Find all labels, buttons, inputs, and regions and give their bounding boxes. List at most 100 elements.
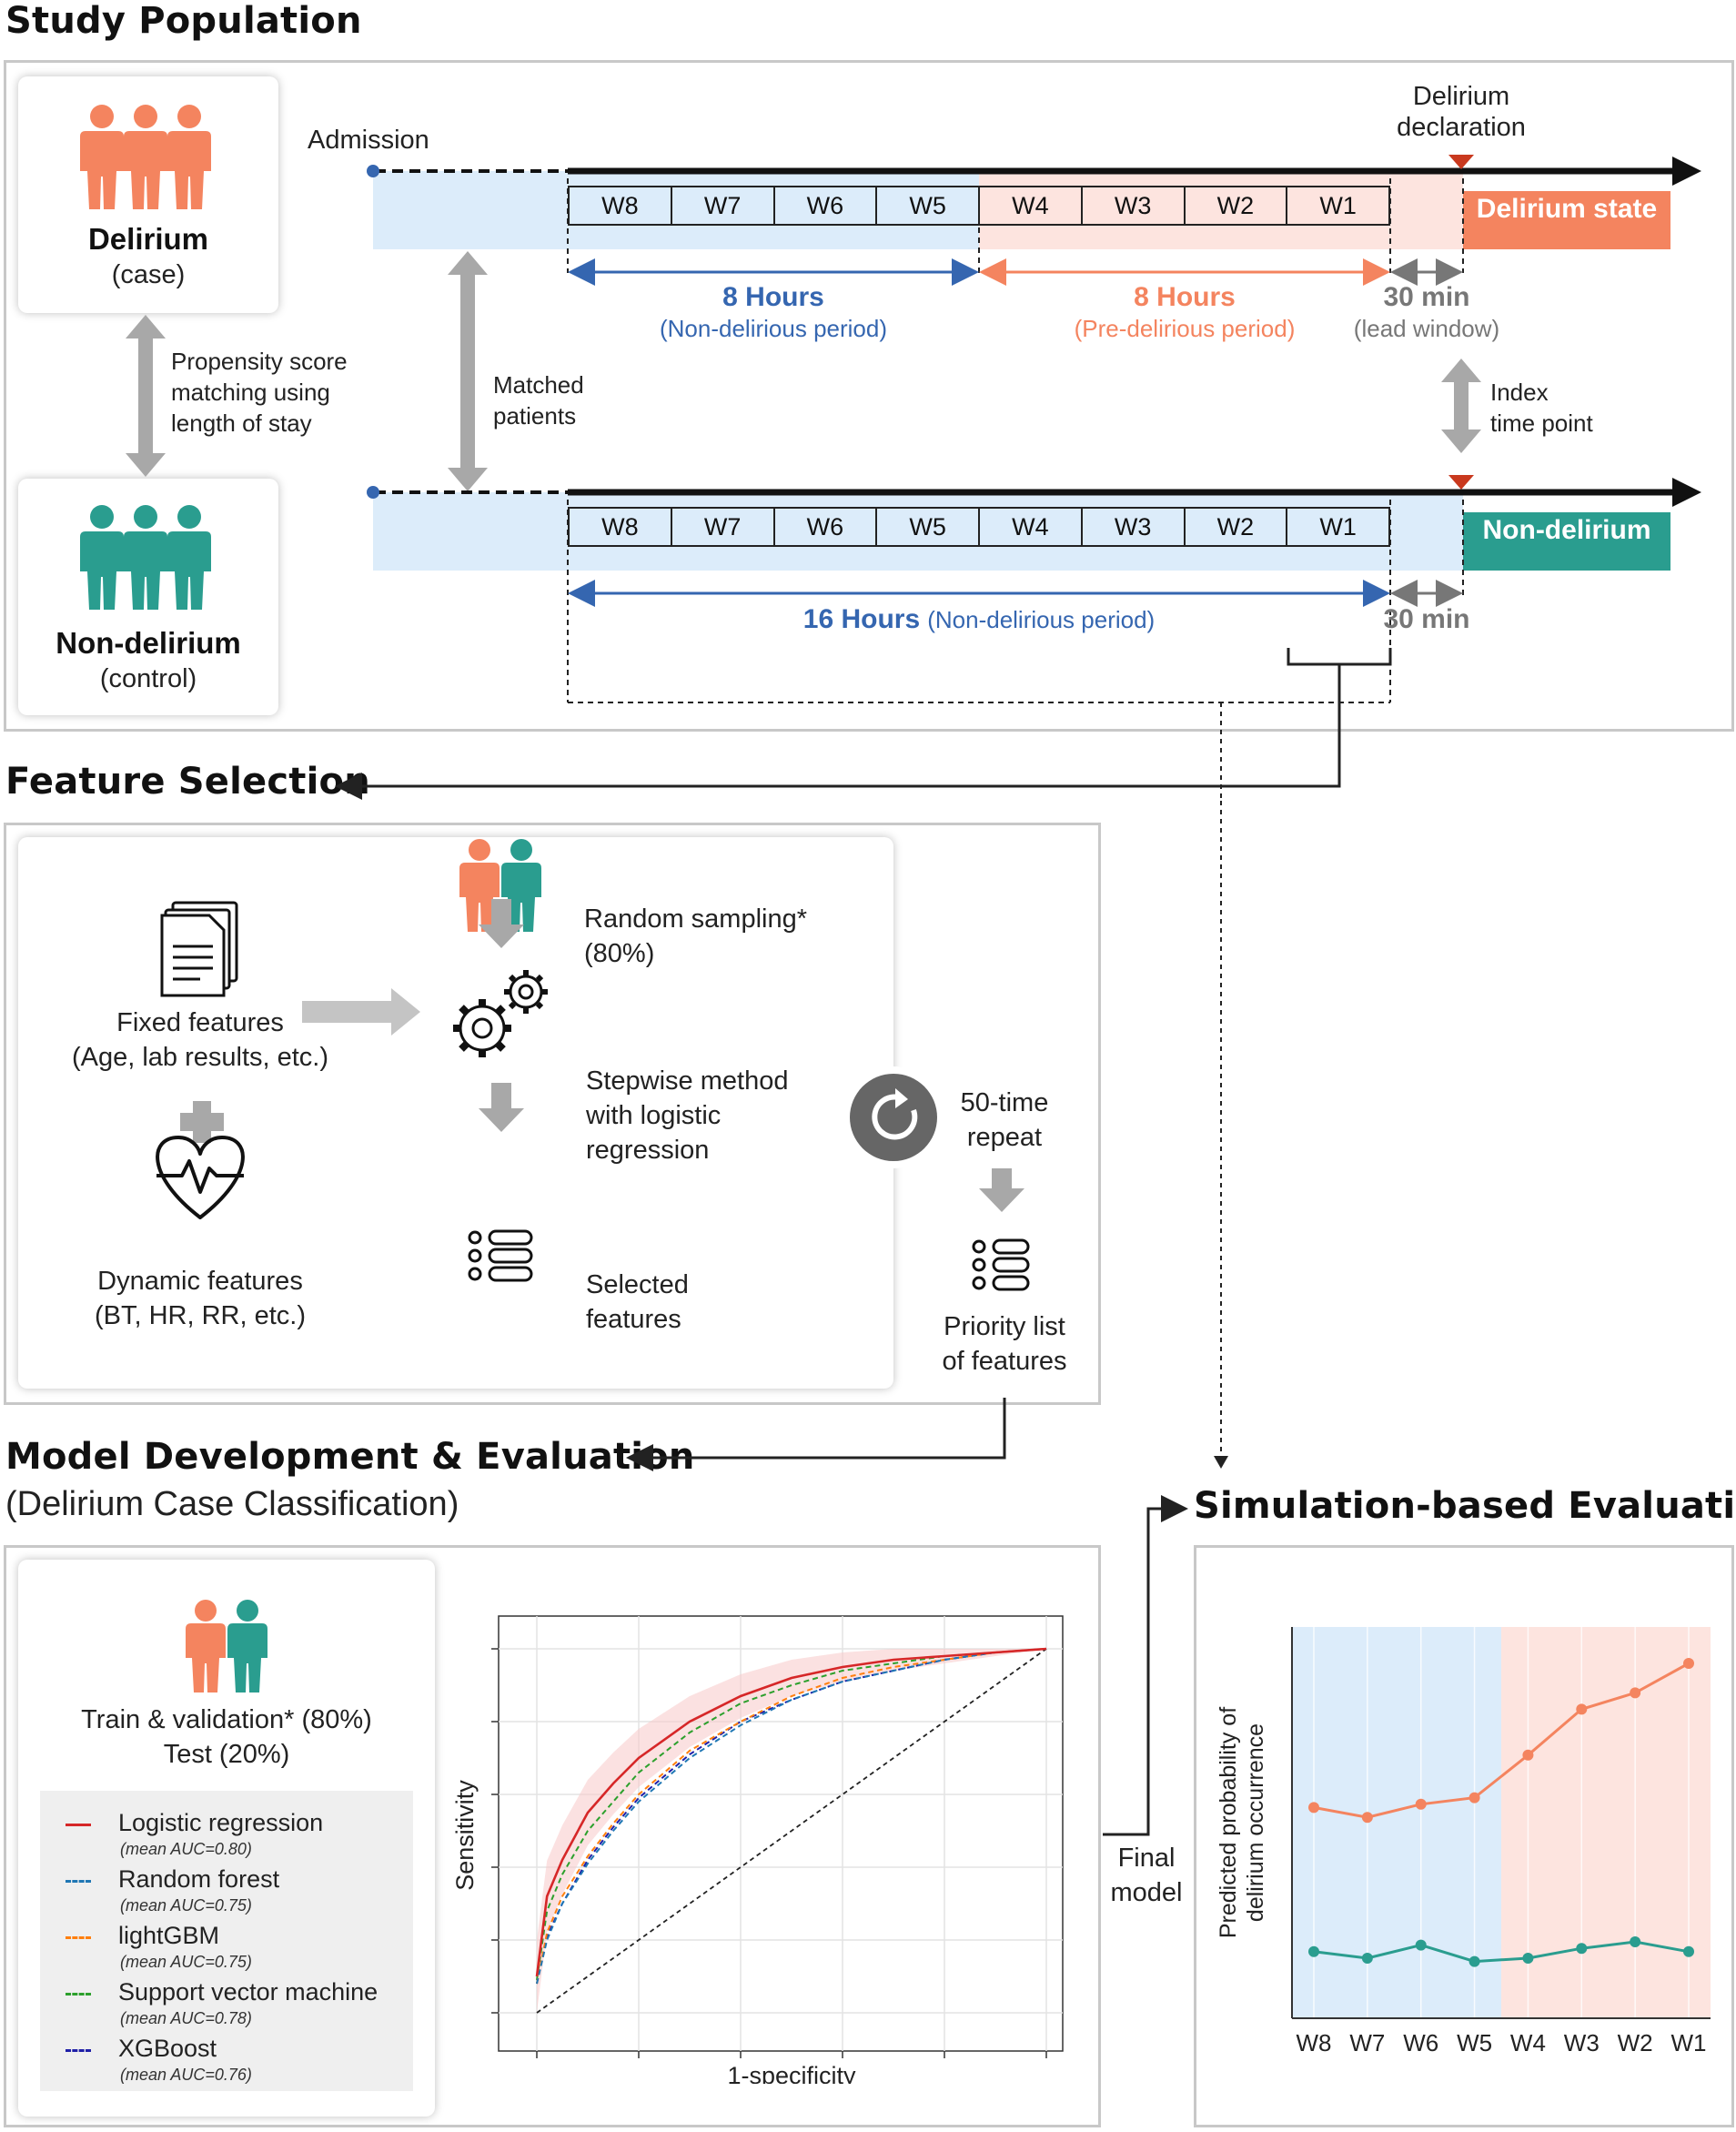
legend-auc: (mean AUC=0.75) xyxy=(120,1953,252,1971)
sim-pre-delirious-band xyxy=(1501,1627,1711,2018)
sim-x-tick-label: W7 xyxy=(1349,2029,1385,2056)
stepwise-3: regression xyxy=(586,1136,710,1165)
roc-series-line xyxy=(535,1647,1047,1977)
fixed-features-1: Fixed features xyxy=(116,1008,284,1037)
index-text-2: time point xyxy=(1490,409,1593,437)
feature-selection-diagram xyxy=(156,801,1228,1471)
legend-swatch xyxy=(66,1824,91,1826)
legend-auc: (mean AUC=0.75) xyxy=(120,1896,252,1915)
sim-data-point xyxy=(1415,1798,1427,1810)
sim-x-tick-label: W5 xyxy=(1457,2029,1492,2056)
control-window-w1: W1 xyxy=(1319,513,1357,541)
priority-list-icon xyxy=(972,1238,1030,1291)
sim-data-point xyxy=(1415,1939,1427,1951)
index-text-1: Index xyxy=(1490,379,1549,406)
sim-data-point xyxy=(1308,1802,1319,1814)
control-period-text: (Non-delirious period) xyxy=(927,606,1156,633)
legend-swatch xyxy=(66,1993,91,1996)
matched-patients-arrow xyxy=(448,251,488,491)
roc-series-line xyxy=(536,1648,1047,1985)
priority-text-2: of features xyxy=(942,1347,1067,1376)
sim-data-point xyxy=(1522,1953,1534,1964)
case-window-w1: W1 xyxy=(1319,192,1357,219)
sim-data-point xyxy=(1469,1792,1480,1804)
legend-auc: (mean AUC=0.78) xyxy=(120,2009,252,2027)
final-model-1: Final xyxy=(1117,1844,1176,1873)
case-window-w8: W8 xyxy=(570,187,672,224)
control-label: Non-delirium xyxy=(56,626,241,660)
legend-swatch xyxy=(66,1936,91,1939)
control-window-w2: W2 xyxy=(1186,509,1288,545)
sim-y-axis-label: Predicted probability ofdelirium occurre… xyxy=(1216,1707,1268,1938)
split-text-2: Test (20%) xyxy=(163,1740,290,1769)
legend-name: Support vector machine xyxy=(118,1978,378,2006)
model-people-icon xyxy=(186,1600,267,1692)
case-window-w3: W3 xyxy=(1083,187,1186,224)
sim-series-line xyxy=(1313,1940,1690,1964)
case-window-w4: W4 xyxy=(980,187,1083,224)
control-window-w3: W3 xyxy=(1083,509,1186,545)
index-time-point-arrow xyxy=(1441,359,1481,453)
sim-x-tick-label: W1 xyxy=(1671,2029,1707,2056)
dynamic-features-1: Dynamic features xyxy=(97,1267,303,1296)
case-window-w2: W2 xyxy=(1186,187,1288,224)
sim-data-point xyxy=(1522,1749,1534,1761)
legend-name: XGBoost xyxy=(118,2035,217,2062)
list-icon xyxy=(468,1229,533,1282)
sim-data-point xyxy=(1683,1658,1694,1669)
sim-data-point xyxy=(1361,1953,1373,1964)
gears-icon xyxy=(453,970,548,1057)
matched-text-1: Matched xyxy=(493,371,584,399)
legend-name: Logistic regression xyxy=(118,1809,324,1836)
control-window-w6: W6 xyxy=(775,509,878,545)
declaration-label-2: declaration xyxy=(1397,113,1526,142)
stepwise-2: with logistic xyxy=(586,1101,722,1130)
simulation-title: Simulation-based Evaluation xyxy=(1194,1485,1736,1527)
control-window-w8: W8 xyxy=(570,509,672,545)
sim-data-point xyxy=(1361,1812,1373,1824)
sim-data-point xyxy=(1576,1703,1588,1715)
random-sampling-1: Random sampling* xyxy=(584,904,808,934)
sim-x-tick-label: W4 xyxy=(1510,2029,1546,2056)
delirium-label: Delirium xyxy=(87,222,209,256)
repeat-text-1: 50-time xyxy=(960,1088,1049,1117)
model-dev-title: Model Development & Evaluation xyxy=(5,1436,695,1478)
final-model-arrow xyxy=(1103,1495,1188,1836)
declaration-label-1: Delirium xyxy=(1412,82,1510,111)
control-window-w7: W7 xyxy=(672,509,775,545)
legend-name: lightGBM xyxy=(118,1922,220,1949)
heart-pulse-icon xyxy=(156,1136,245,1219)
sim-data-point xyxy=(1683,1945,1694,1957)
case-window-w6: W6 xyxy=(775,187,878,224)
matched-text-2: patients xyxy=(493,402,577,429)
psm-text-3: length of stay xyxy=(171,409,312,437)
feature-selection-title: Feature Selection xyxy=(5,761,370,803)
case-window-w7: W7 xyxy=(672,187,775,224)
sim-x-tick-label: W6 xyxy=(1403,2029,1438,2056)
non-delirium-people-icon xyxy=(80,505,211,610)
priority-text-1: Priority list xyxy=(944,1312,1065,1341)
sim-x-tick-label: W3 xyxy=(1564,2029,1600,2056)
lead-minutes: 30 min xyxy=(1383,282,1470,312)
case-period2-hours: 8 Hours xyxy=(1134,282,1236,312)
sim-data-point xyxy=(1630,1936,1641,1947)
selected-2: features xyxy=(586,1305,681,1334)
control-window-row: W8 W7 W6 W5 W4 W3 W2 W1 xyxy=(568,507,1390,547)
sim-data-point xyxy=(1576,1943,1588,1955)
legend-swatch xyxy=(66,1880,91,1883)
legend-auc: (mean AUC=0.76) xyxy=(120,2066,252,2084)
study-population-diagram xyxy=(80,105,1701,801)
sim-data-point xyxy=(1469,1955,1480,1967)
roc-y-axis-label: Sensitivity xyxy=(451,1780,479,1891)
delirium-sub: (case) xyxy=(111,260,186,289)
case-period1-hours: 8 Hours xyxy=(722,282,824,312)
sim-data-point xyxy=(1308,1945,1319,1957)
non-delirium-state-label: Non-delirium xyxy=(1482,515,1651,545)
roc-legend: Logistic regression (mean AUC=0.80) Rand… xyxy=(40,1791,413,2091)
sim-series-line xyxy=(1313,1662,1690,1819)
delirium-state-label: Delirium state xyxy=(1476,194,1658,224)
roc-series-line xyxy=(536,1648,1047,1981)
delirium-people-icon xyxy=(80,105,211,209)
case-period1-label: (Non-delirious period) xyxy=(660,315,887,342)
random-sampling-2: (80%) xyxy=(584,939,655,968)
